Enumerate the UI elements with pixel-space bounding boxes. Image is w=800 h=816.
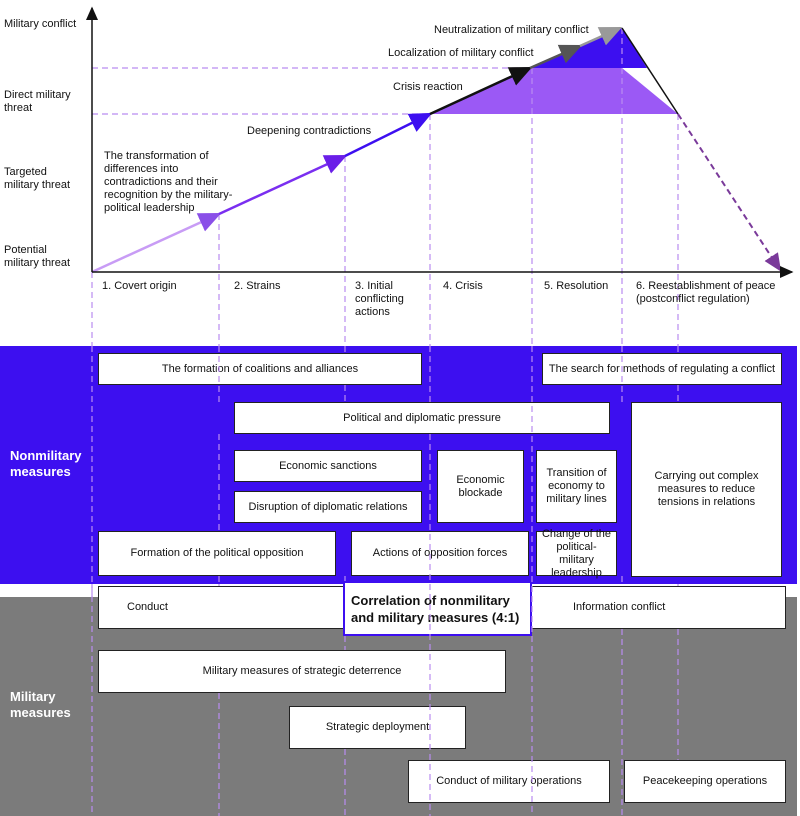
box-opposition-forces: Actions of opposition forces <box>351 531 529 576</box>
box-strategic-deployment: Strategic deployment <box>289 706 466 749</box>
stage-4-label: 4. Crisis <box>443 280 483 292</box>
box-transition-economy: Transition of economy to military lines <box>536 450 617 523</box>
box-military-operations: Conduct of military operations <box>408 760 610 803</box>
box-economic-sanctions: Economic sanctions <box>234 450 422 482</box>
stage-3-label: 3. Initial conflicting actions <box>355 280 404 318</box>
descent-line-solid <box>621 27 679 115</box>
crisis-zone-fill <box>430 68 678 114</box>
arrow-localization-to-neutralization <box>529 44 583 70</box>
y-label-targeted-threat: Targeted military threat <box>4 166 71 191</box>
arrow-covert-to-strains <box>91 212 222 274</box>
descent-line-dashed <box>677 113 782 272</box>
box-economic-blockade: Economic blockade <box>437 450 524 523</box>
nonmilitary-section-label: Nonmilitary measures <box>10 448 82 479</box>
stage-5-label: 5. Resolution <box>544 280 609 292</box>
label-neutralization: Neutralization of military conflict <box>434 24 589 36</box>
box-peacekeeping: Peacekeeping operations <box>624 760 786 803</box>
military-section-label: Military measures <box>10 689 71 720</box>
box-search-methods: The search for methods of regulating a c… <box>542 353 782 385</box>
y-label-military-conflict: Military conflict <box>4 18 77 30</box>
box-political-opposition: Formation of the political opposition <box>98 531 336 576</box>
box-change-leadership: Change of the political-military leaders… <box>536 528 617 579</box>
y-label-direct-threat: Direct military threat <box>4 89 71 114</box>
stage-6-label: 6. Reestablishment of peace (postconflic… <box>636 280 776 305</box>
box-complex-measures: Carrying out complex measures to reduce … <box>631 402 782 577</box>
box-conduct: Conduct <box>98 586 348 629</box>
stage-2-label: 2. Strains <box>234 280 281 292</box>
y-label-potential-threat: Potential military threat <box>4 244 71 269</box>
label-transformation: The transformation of differences into c… <box>104 150 233 214</box>
box-political-pressure: Political and diplomatic pressure <box>234 402 610 434</box>
box-strategic-deterrence: Military measures of strategic deterrenc… <box>98 650 506 693</box>
correlation-box: Correlation of nonmilitary and military … <box>343 581 532 636</box>
label-deepening: Deepening contradictions <box>247 125 372 137</box>
stage-1-label: 1. Covert origin <box>102 280 177 292</box>
box-disruption-relations: Disruption of diplomatic relations <box>234 491 422 523</box>
box-coalitions: The formation of coalitions and alliance… <box>98 353 422 385</box>
box-information-conflict: Information conflict <box>528 586 786 629</box>
label-localization: Localization of military conflict <box>388 47 534 59</box>
label-crisis-reaction: Crisis reaction <box>393 81 463 93</box>
